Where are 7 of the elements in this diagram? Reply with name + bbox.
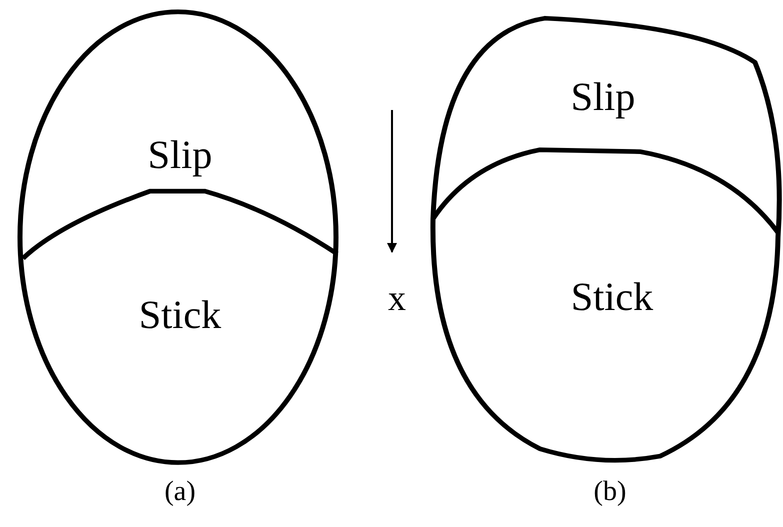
region-label: Slip	[148, 135, 212, 175]
region-label: Stick	[138, 295, 222, 335]
panel-label: (b)	[594, 478, 626, 506]
panel-label: (a)	[164, 478, 196, 506]
axis-label: x	[388, 280, 406, 316]
region-label: Slip	[570, 77, 636, 117]
region-label: Stick	[570, 277, 654, 317]
